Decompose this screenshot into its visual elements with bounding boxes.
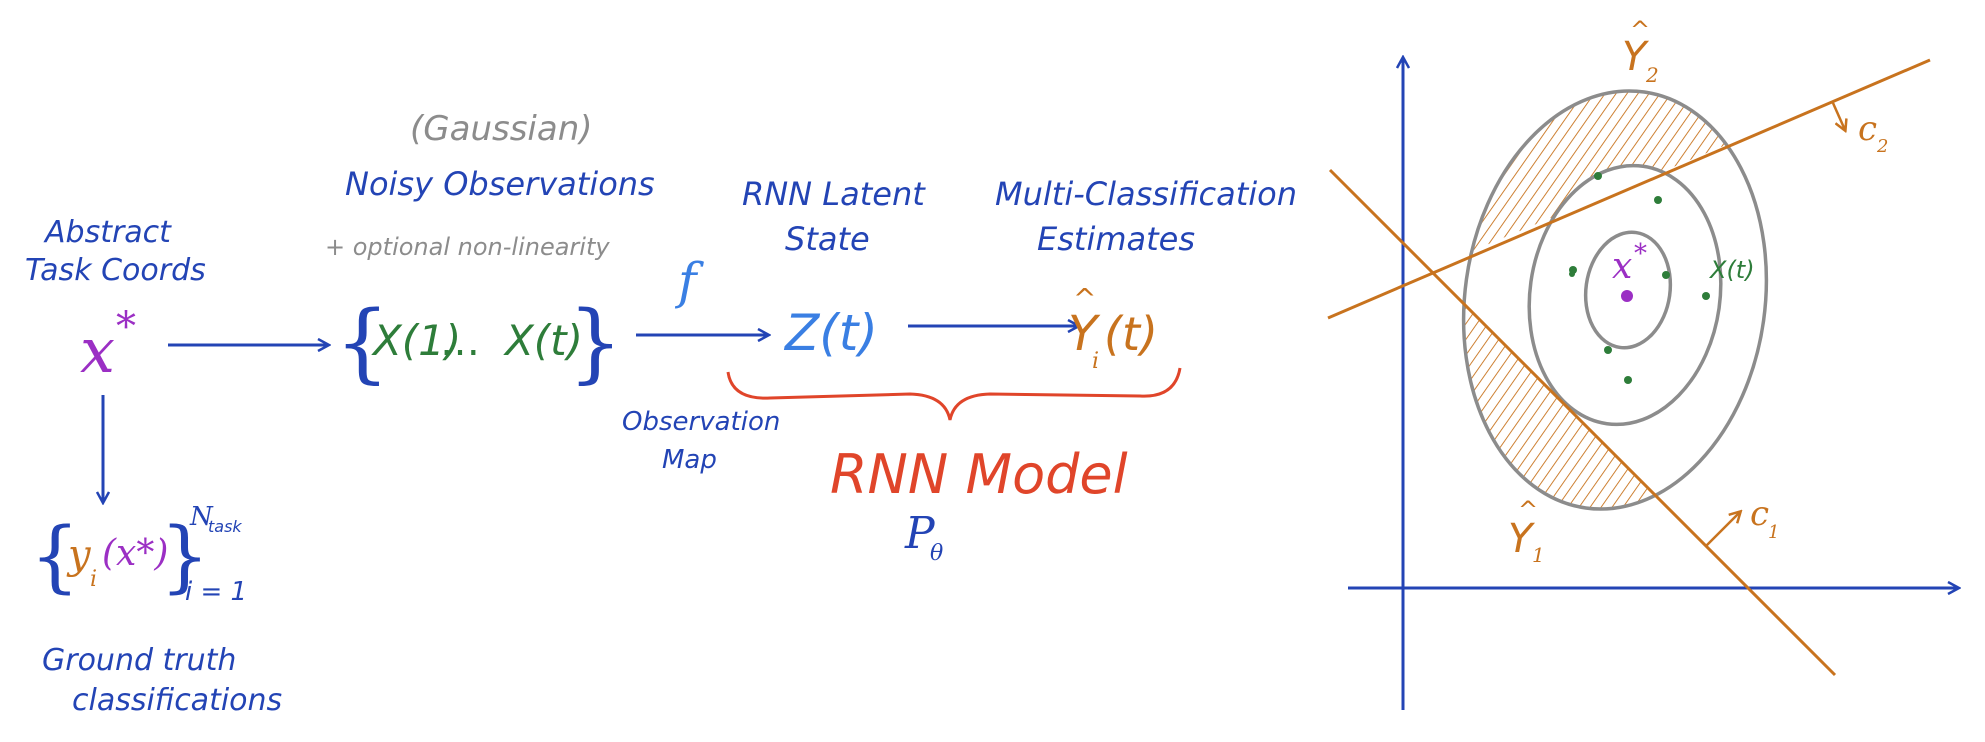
x-star-symbol: x <box>80 314 115 387</box>
y2-label: Y <box>1622 34 1650 80</box>
gt-brace-left: { <box>30 512 80 602</box>
sample-point <box>1604 346 1612 354</box>
obs-x1: X(1) <box>371 316 461 365</box>
multi-class-line1: Multi-Classification <box>995 175 1297 213</box>
y2-sub: 2 <box>1645 63 1659 87</box>
c1-label: c <box>1750 494 1769 534</box>
c1-normal-arrow <box>1705 512 1740 547</box>
p-theta-sub: θ <box>930 541 943 566</box>
y-hat-caret: ^ <box>1073 282 1096 315</box>
decision-line-c1 <box>1328 168 1837 677</box>
optional-nonlinearity-label: + optional non-linearity <box>325 233 610 261</box>
rnn-model-label: RNN Model <box>830 443 1128 506</box>
gaussian-label: (Gaussian) <box>410 109 593 149</box>
plot-x-star-asterisk: * <box>1634 239 1647 269</box>
sample-point <box>1569 271 1575 277</box>
gt-n-task-sub: task <box>208 517 242 536</box>
observation-map-line1: Observation <box>622 407 780 437</box>
y1-sub: 1 <box>1532 543 1545 567</box>
rnn-latent-line1: RNN Latent <box>742 175 926 213</box>
abstract-label-line2: Task Coords <box>25 253 206 288</box>
gt-n-task-sup: N <box>189 502 214 532</box>
rnn-model-brace <box>726 367 1182 421</box>
c2-normal-arrow <box>1831 102 1845 130</box>
observation-map-line2: Map <box>662 445 717 475</box>
gt-brace-right: } <box>160 512 210 602</box>
gt-range: i = 1 <box>185 577 247 607</box>
abstract-label-line1: Abstract <box>43 215 172 250</box>
middle-ellipse <box>1527 163 1723 427</box>
sample-point <box>1594 172 1602 180</box>
rnn-latent-line2: State <box>785 220 870 258</box>
x-star-asterisk: * <box>116 304 136 350</box>
outer-ellipse <box>1461 89 1769 511</box>
multi-class-line2: Estimates <box>1037 220 1195 258</box>
decision-line-c2 <box>1327 58 1931 320</box>
gt-y-i: y <box>66 532 92 578</box>
c2-label: c <box>1858 109 1877 149</box>
noisy-observations-label: Noisy Observations <box>345 165 655 203</box>
obs-brace-right: } <box>568 293 623 393</box>
obs-xt: X(t) <box>503 316 583 365</box>
y1-caret: ^ <box>1518 496 1538 524</box>
gt-i-sub: i <box>90 567 97 592</box>
y2-caret: ^ <box>1630 16 1650 44</box>
y1-label: Y <box>1508 516 1536 562</box>
plot-x-star: x <box>1612 246 1632 287</box>
gt-x-star-arg: (x*) <box>102 533 168 574</box>
c1-sub: 1 <box>1768 522 1779 543</box>
sample-point <box>1702 292 1710 300</box>
y-hat-arg: (t) <box>1104 307 1158 361</box>
sample-point <box>1654 196 1662 204</box>
x-star-point <box>1621 290 1633 302</box>
y-hat-symbol: Y <box>1068 306 1101 362</box>
sample-point <box>1624 376 1632 384</box>
obs-brace-left: { <box>335 293 390 393</box>
ground-truth-label-line2: classifications <box>72 683 282 718</box>
inner-ellipse <box>1583 230 1673 350</box>
y-hat-sub: i <box>1092 349 1099 374</box>
obs-dots: … <box>440 319 480 365</box>
sample-point <box>1662 271 1670 279</box>
c2-sub: 2 <box>1876 136 1888 157</box>
f-symbol: f <box>674 252 704 310</box>
p-theta-symbol: P <box>904 508 936 559</box>
z-t: Z(t) <box>783 304 878 362</box>
plot-xt-label: X(t) <box>1708 256 1755 284</box>
ground-truth-label-line1: Ground truth <box>42 643 236 678</box>
